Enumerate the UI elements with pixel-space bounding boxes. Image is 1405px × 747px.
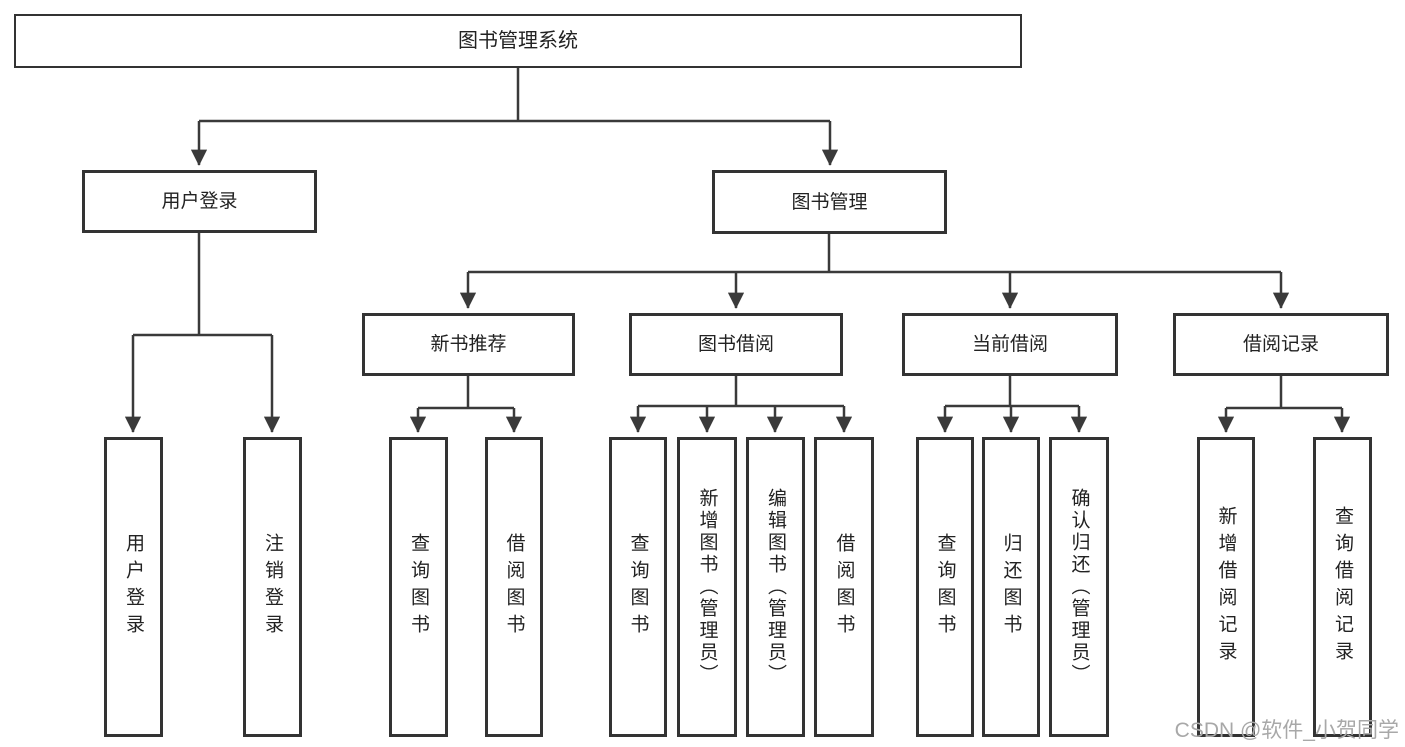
node-book-borrow: 图书借阅: [629, 313, 843, 376]
node-root-system: 图书管理系统: [14, 14, 1022, 68]
leaf-current-query-book: 查询图书: [916, 437, 974, 737]
leaf-current-confirm-return-admin: 确认归还（管理员）: [1049, 437, 1109, 737]
leaf-borrow-borrow-book: 借阅图书: [814, 437, 874, 737]
leaf-records-query-record: 查询借阅记录: [1313, 437, 1372, 737]
leaf-logout: 注销登录: [243, 437, 302, 737]
node-borrow-records: 借阅记录: [1173, 313, 1389, 376]
node-new-book-recommend: 新书推荐: [362, 313, 575, 376]
leaf-user-login: 用户登录: [104, 437, 163, 737]
leaf-current-return-book: 归还图书: [982, 437, 1040, 737]
leaf-borrow-edit-book-admin: 编辑图书（管理员）: [746, 437, 805, 737]
node-book-management: 图书管理: [712, 170, 947, 234]
leaf-newbook-borrow-book: 借阅图书: [485, 437, 543, 737]
leaf-records-add-record: 新增借阅记录: [1197, 437, 1255, 737]
node-user-login: 用户登录: [82, 170, 317, 233]
leaf-borrow-add-book-admin: 新增图书（管理员）: [677, 437, 737, 737]
leaf-borrow-query-book: 查询图书: [609, 437, 667, 737]
leaf-newbook-query-book: 查询图书: [389, 437, 448, 737]
node-current-borrow: 当前借阅: [902, 313, 1118, 376]
